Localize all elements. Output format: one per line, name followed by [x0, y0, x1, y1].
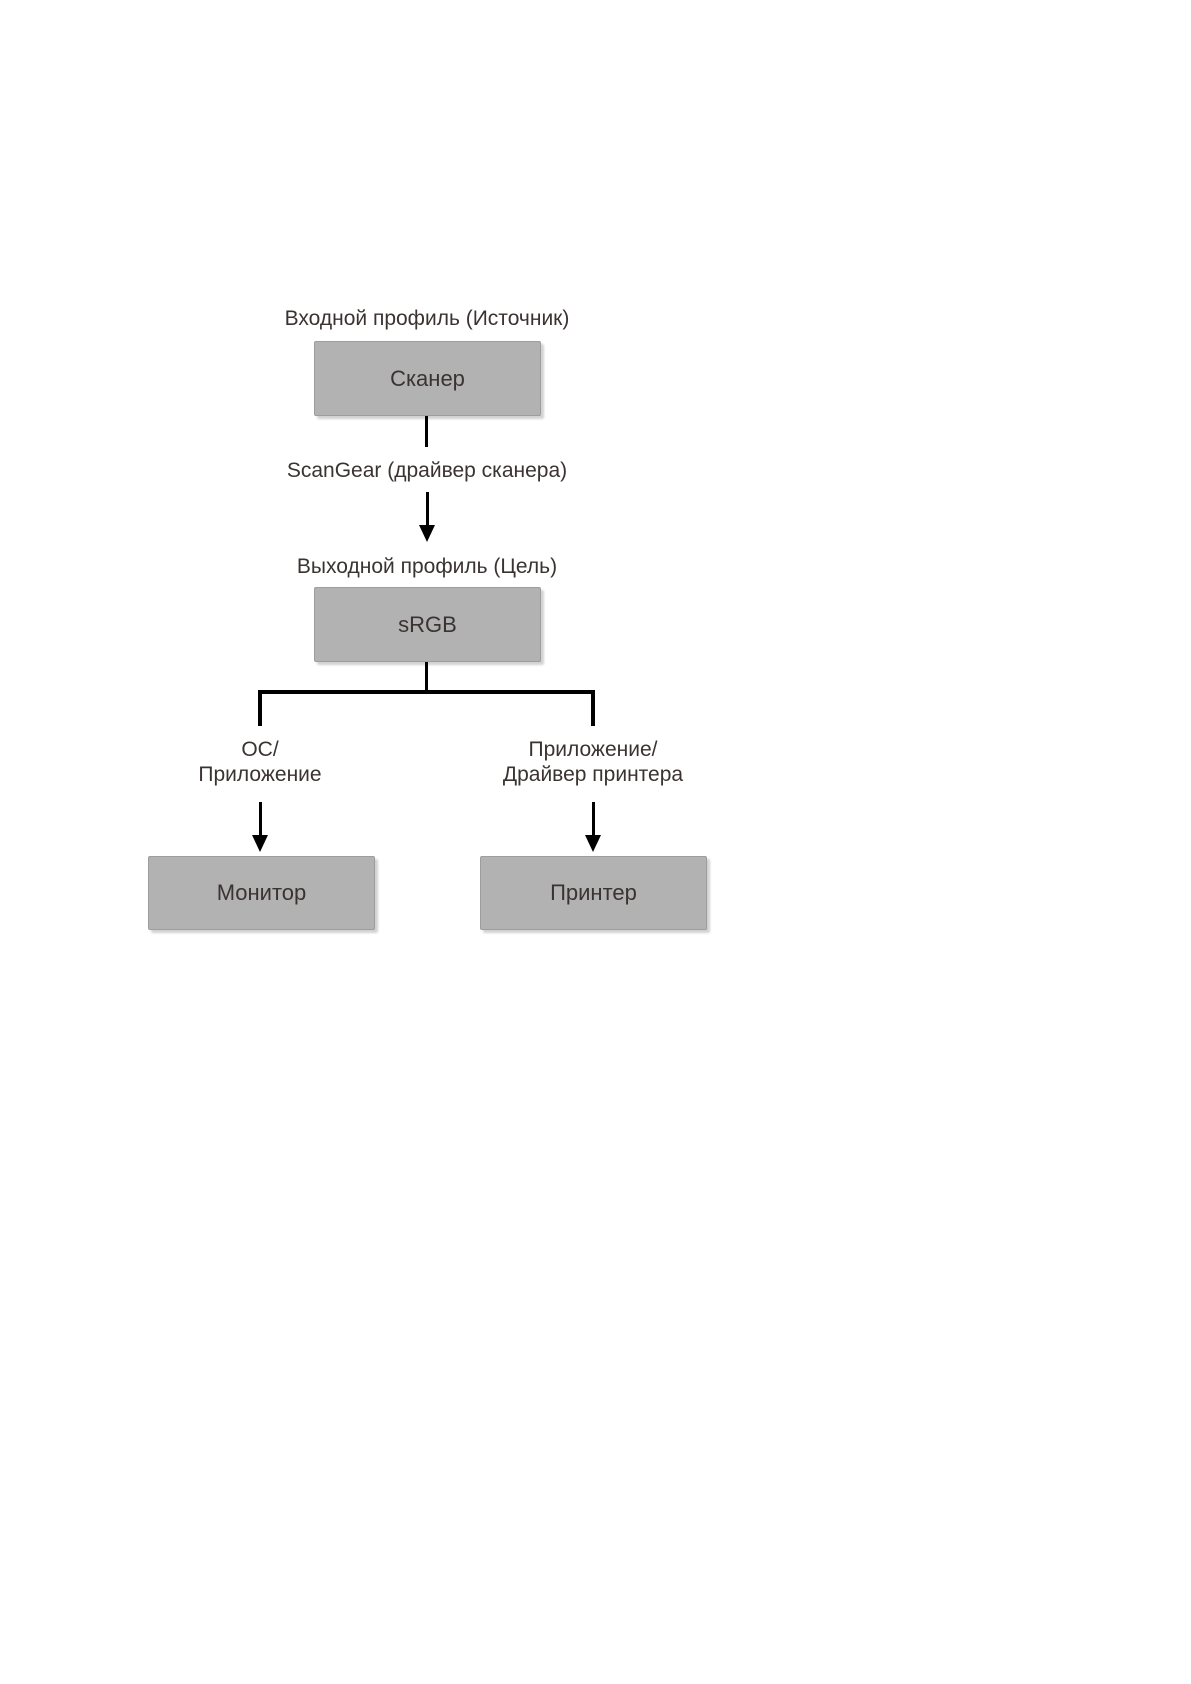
arrow-head — [419, 525, 435, 542]
printer-down-arrow-icon — [585, 802, 601, 852]
monitor-box-label: Монитор — [216, 880, 307, 905]
arrow-head — [252, 835, 268, 852]
printer-box: Принтер — [480, 856, 707, 930]
printer-box-label: Принтер — [550, 880, 637, 905]
scanner-box: Сканер — [314, 341, 541, 416]
os-application-label: ОС/ Приложение — [160, 737, 360, 787]
scanner-box-label: Сканер — [390, 365, 465, 391]
arrow-shaft — [258, 802, 262, 835]
srgb-box-label: sRGB — [398, 611, 457, 637]
arrow-shaft — [591, 802, 595, 835]
arrow-shaft — [425, 492, 429, 525]
scangear-label: ScanGear (драйвер сканера) — [286, 459, 568, 482]
monitor-box: Монитор — [148, 856, 375, 930]
application-printer-driver-label-line2: Драйвер принтера — [502, 763, 684, 786]
branch-connector — [258, 690, 595, 726]
scangear-down-arrow-icon — [419, 492, 435, 542]
monitor-down-arrow-icon — [252, 802, 268, 852]
application-printer-driver-label-line1: Приложение/ — [528, 738, 658, 761]
scanner-connector-line — [425, 416, 428, 447]
os-application-label-line2: Приложение — [198, 763, 322, 786]
application-printer-driver-label: Приложение/ Драйвер принтера — [493, 737, 693, 787]
arrow-head — [585, 835, 601, 852]
srgb-connector-line — [425, 662, 428, 690]
output-profile-title: Выходной профиль (Цель) — [296, 555, 558, 578]
srgb-box: sRGB — [314, 587, 541, 662]
os-application-label-line1: ОС/ — [241, 738, 279, 761]
input-profile-title: Входной профиль (Источник) — [284, 307, 570, 330]
